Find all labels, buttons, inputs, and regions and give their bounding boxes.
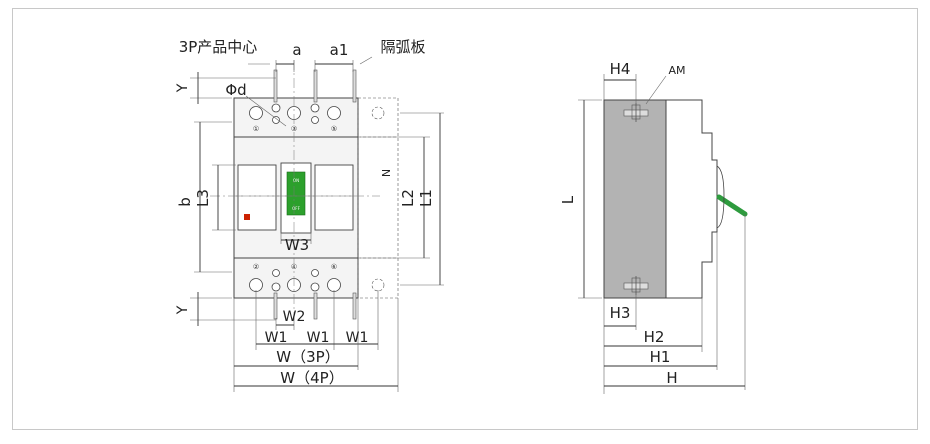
dim-l2-label: L2 — [399, 189, 417, 207]
dim-y-bottom-label: Y — [175, 305, 191, 315]
arc-barrier — [352, 69, 357, 103]
top-terminals — [249, 103, 385, 124]
drawing-frame — [12, 8, 918, 430]
terminal-label-2: ② — [253, 263, 259, 271]
operating-handle[interactable] — [286, 171, 306, 216]
side-view — [578, 74, 748, 394]
side-base-body — [603, 99, 667, 299]
dim-l-label: L — [559, 195, 577, 204]
mounting-screw-top — [623, 103, 649, 122]
dim-l1-label: L1 — [417, 189, 435, 207]
side-handle — [716, 194, 748, 217]
dim-h4-label: H4 — [610, 60, 631, 78]
dim-w3-label: W3 — [285, 236, 309, 254]
dim-phi-d-label: Φd — [225, 81, 246, 99]
dim-w1-label-c: W1 — [346, 330, 369, 346]
dim-w-4p-label: W（4P） — [280, 369, 343, 387]
dim-h2-label: H2 — [644, 328, 665, 346]
dim-a-label: a — [292, 41, 301, 59]
terminal-label-5: ⑤ — [331, 125, 337, 133]
dim-w-3p-label: W（3P） — [276, 348, 339, 366]
side-cover-body — [665, 99, 718, 299]
trip-indicator — [244, 214, 250, 220]
svg-text:ON: ON — [293, 178, 299, 183]
arc-barrier — [313, 69, 318, 103]
arc-barrier-label: 隔弧板 — [380, 38, 425, 56]
terminal-label-1: ① — [253, 125, 259, 133]
fourth-pole-outline — [357, 97, 399, 299]
front-view: ① ③ ⑤ ② ④ ⑥ ON OFF — [190, 56, 444, 392]
center-3p-label: 3P产品中心 — [179, 38, 258, 56]
dim-h3-label: H3 — [610, 304, 631, 322]
dim-y-top-label: Y — [175, 83, 191, 93]
mounting-screw-bottom — [623, 276, 649, 295]
svg-text:OFF: OFF — [292, 206, 300, 211]
left-window — [237, 164, 277, 231]
arc-barrier — [273, 69, 278, 103]
right-window — [314, 164, 354, 231]
dim-w1-label-a: W1 — [265, 330, 288, 346]
dim-a1-label: a1 — [330, 41, 349, 59]
dim-h-label: H — [666, 369, 677, 387]
mounting-am-label: AM — [668, 64, 685, 77]
dim-w2-label: W2 — [283, 309, 306, 325]
dim-w1-label-b: W1 — [307, 330, 330, 346]
dim-b-label: b — [176, 197, 194, 207]
dim-h1-label: H1 — [650, 348, 671, 366]
terminal-label-6: ⑥ — [331, 263, 337, 271]
dim-l3-label: L3 — [194, 189, 212, 207]
neutral-pole-label: N — [379, 169, 392, 177]
